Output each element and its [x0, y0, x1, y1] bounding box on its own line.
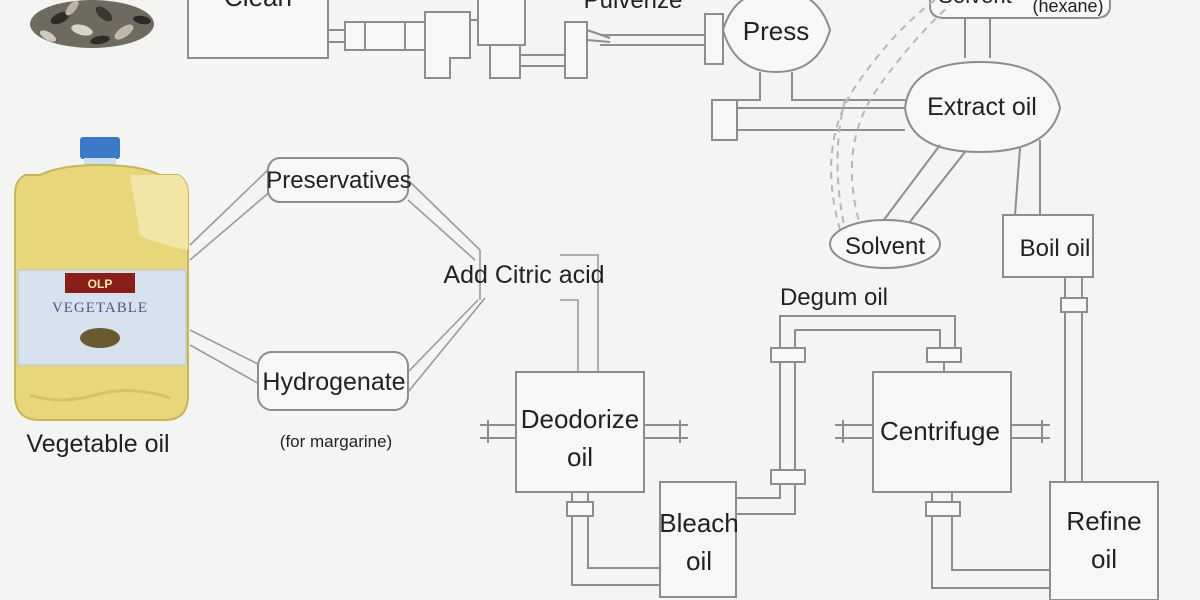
press-vessel: [721, 0, 832, 74]
clean-box: [187, 0, 329, 59]
vegetable-oil-bottle: OLP VEGETABLE: [14, 137, 189, 421]
deodorize-oil-box: [515, 371, 645, 493]
left-branches: [189, 157, 599, 411]
label-for-margarine: (for margarine): [280, 432, 392, 451]
pulverizer-machine: [424, 11, 471, 79]
label-refine: Refine: [1066, 506, 1141, 536]
label-bleach-oil: oil: [686, 546, 712, 576]
sunflower-seeds-image: [30, 0, 154, 48]
label-vegetable-oil: Vegetable oil: [26, 430, 169, 458]
refine-oil-box: [1049, 481, 1159, 600]
label-add-citric-acid: Add Citric acid: [443, 261, 604, 289]
label-pulverize: Pulverize: [584, 0, 683, 14]
label-deodorize: Deodorize: [521, 404, 640, 434]
label-degum-oil: Degum oil: [780, 284, 888, 311]
bottle-brand-text: VEGETABLE: [52, 300, 148, 316]
hydrogenate-box: [257, 351, 409, 411]
label-press: Press: [743, 16, 809, 46]
label-extract-oil: Extract oil: [927, 93, 1037, 121]
label-deodorize-oil: oil: [567, 442, 593, 472]
centrifuge-box: [872, 371, 1012, 493]
label-hexane: (hexane): [1032, 0, 1103, 16]
label-preservatives: Preservatives: [266, 167, 411, 194]
bottle-logo: OLP: [88, 277, 113, 291]
label-bleach: Bleach: [659, 508, 739, 538]
label-hydrogenate: Hydrogenate: [262, 368, 405, 396]
label-solvent: Solvent: [845, 233, 925, 260]
label-clean: Clean: [224, 0, 292, 12]
bleach-oil-box: [659, 481, 737, 598]
extract-oil-vessel: [903, 60, 1062, 154]
label-solvent-top: Solvent: [938, 0, 1011, 8]
solvent-hexane-tank: [929, 0, 1111, 19]
solvent-recovery: [829, 219, 941, 269]
label-centrifuge: Centrifuge: [880, 416, 1000, 446]
label-boil-oil: Boil oil: [1020, 235, 1091, 262]
label-refine-oil: oil: [1091, 544, 1117, 574]
boil-oil-box: [1002, 214, 1094, 278]
top-pipeline: [187, 0, 1111, 233]
